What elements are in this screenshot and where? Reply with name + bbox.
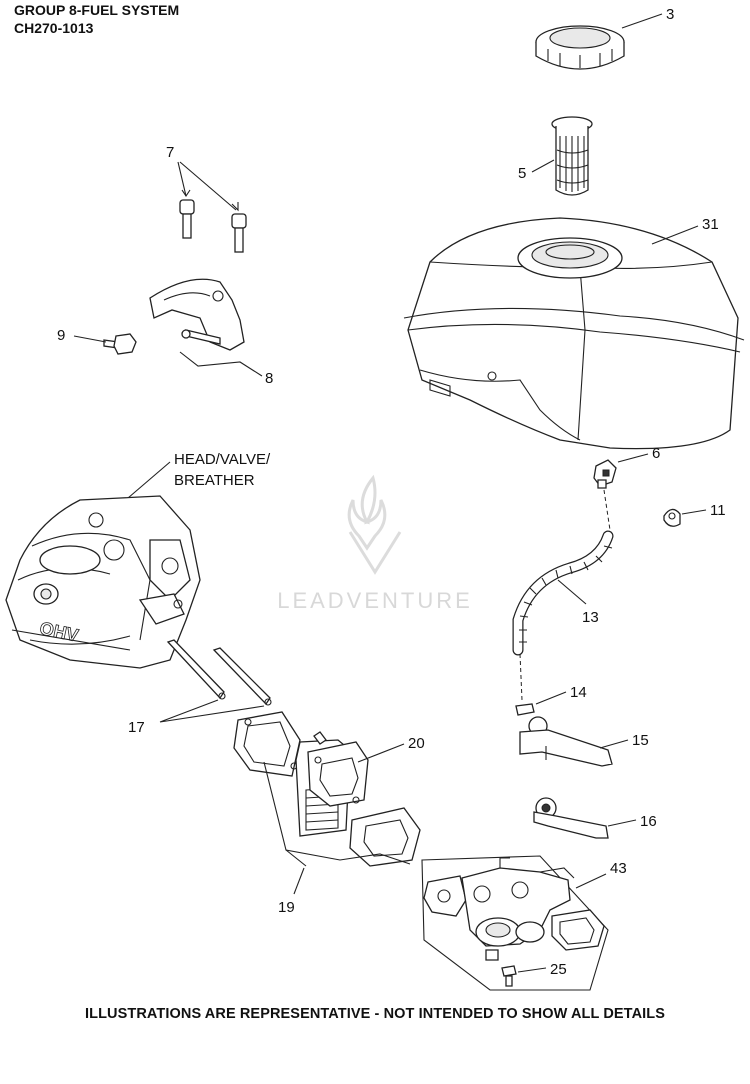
fuel-hose-part[interactable] — [512, 530, 614, 701]
callout-43: 43 — [610, 860, 627, 877]
watermark-logo-icon — [347, 474, 402, 575]
callout-8: 8 — [265, 370, 273, 387]
insulator-gasket-part[interactable] — [233, 711, 301, 777]
fuel-valve-part[interactable] — [593, 459, 617, 489]
callout-31: 31 — [702, 216, 719, 233]
group-title: GROUP 8-FUEL SYSTEM — [14, 2, 180, 18]
hose-clip-part[interactable] — [515, 703, 535, 716]
throttle-lever-part[interactable] — [533, 797, 609, 839]
callout-14: 14 — [570, 684, 587, 701]
model-code: CH270-1013 — [14, 20, 94, 36]
choke-lever-part[interactable] — [519, 716, 613, 767]
screw-part-a[interactable] — [179, 199, 195, 239]
hose-clamp-part[interactable] — [663, 508, 681, 527]
callout-16: 16 — [640, 813, 657, 830]
callout-head-line1: HEAD/VALVE/ — [174, 451, 271, 468]
stud-part-b[interactable] — [212, 647, 272, 706]
callout-3: 3 — [666, 6, 674, 23]
parts-diagram: 3 5 31 7 8 — [5, 6, 745, 991]
callout-6: 6 — [652, 445, 660, 462]
callout-19: 19 — [278, 899, 295, 916]
control-bracket-part[interactable] — [149, 278, 245, 351]
disclaimer-footer: ILLUSTRATIONS ARE REPRESENTATIVE - NOT I… — [85, 1006, 665, 1022]
callout-11: 11 — [710, 502, 726, 519]
watermark-brand: LEADVENTURE — [277, 588, 473, 613]
callout-head-line2: BREATHER — [174, 472, 255, 489]
callout-15: 15 — [632, 732, 649, 749]
callout-7: 7 — [166, 144, 174, 161]
fuel-strainer-part[interactable] — [551, 116, 593, 196]
callout-13: 13 — [582, 609, 599, 626]
cylinder-head-assembly-part[interactable]: OHV — [5, 495, 201, 669]
stud-part-a[interactable] — [166, 639, 226, 700]
callout-9: 9 — [57, 327, 65, 344]
carburetor-gasket-part[interactable] — [349, 807, 421, 867]
callout-5: 5 — [518, 165, 526, 182]
callout-17: 17 — [128, 719, 145, 736]
fuel-cap-part[interactable] — [535, 25, 625, 70]
fuel-tank-part[interactable] — [403, 217, 745, 450]
drain-screw-part[interactable] — [501, 965, 517, 987]
carburetor-part[interactable] — [423, 857, 605, 961]
callout-25: 25 — [550, 961, 567, 978]
flange-bolt-part[interactable] — [103, 333, 137, 355]
callout-20: 20 — [408, 735, 425, 752]
spacer-gasket-part-20[interactable] — [307, 741, 369, 807]
screw-part-b[interactable] — [231, 213, 247, 253]
